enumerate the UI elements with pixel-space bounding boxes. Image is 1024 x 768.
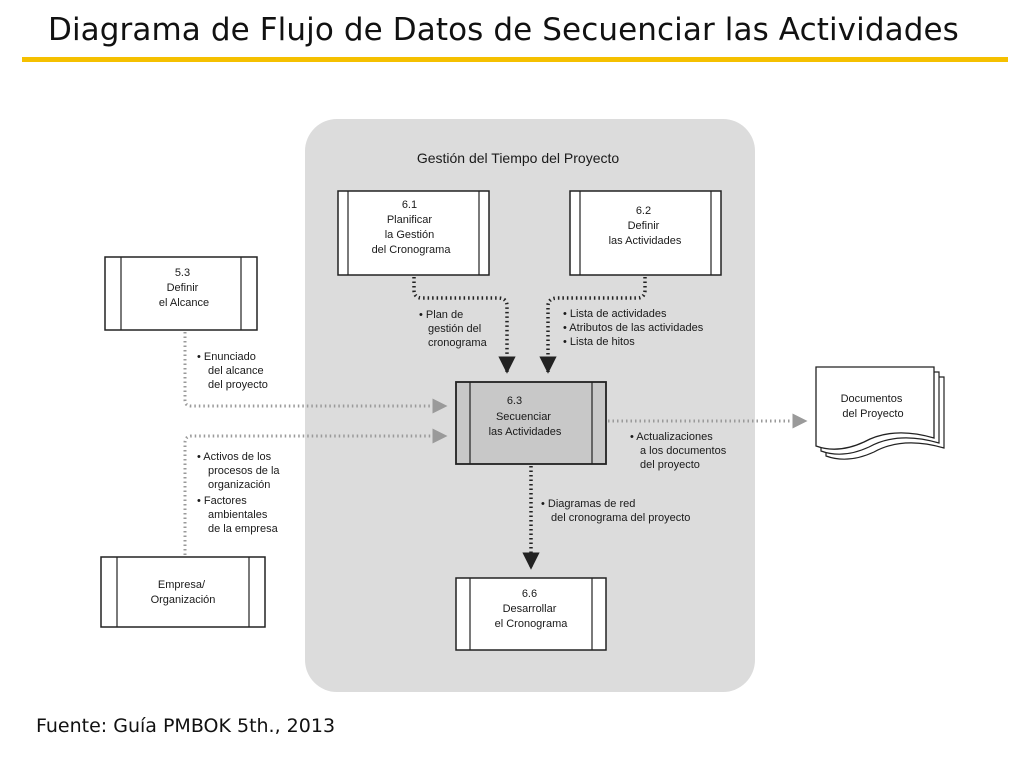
process-6-6-line: Desarrollar [503, 603, 557, 615]
process-6-2-line: las Actividades [609, 235, 682, 247]
flow-label-network: • Diagramas de red del cronograma del pr… [541, 498, 690, 524]
svg-text:Empresa/ Organización: Empresa/ Organización [151, 579, 216, 606]
enterprise-line: Empresa/ [158, 579, 206, 591]
svg-text:Documentos del Proyecto: Documentos del Proyecto [841, 393, 906, 420]
process-6-2-number: 6.2 [636, 205, 651, 217]
slide-title: Diagrama de Flujo de Datos de Secuenciar… [48, 12, 959, 48]
flow-label-updates: • Actualizaciones a los documentos del p… [630, 431, 729, 471]
process-6-2-line: Definir [628, 220, 660, 232]
flow-label-plan: • Plan de gestión del cronograma [419, 309, 488, 349]
enterprise-line: Organización [151, 594, 216, 606]
process-6-3-box: 6.3 Secuenciar las Actividades [455, 381, 607, 465]
flow-label-activities: • Lista de actividades • Atributos de la… [563, 308, 706, 348]
flow-arrow-scope [183, 332, 448, 414]
enterprise-box: Empresa/ Organización [100, 556, 266, 628]
svg-text:6.3 Secuenciar las: 6.3 Secuenciar las Actividades [489, 395, 562, 438]
process-6-1-box: 6.1 Planificar la Gestión del Cronograma [337, 190, 490, 276]
project-documents-icon: Documentos del Proyecto [815, 366, 945, 460]
process-6-1-line: la Gestión [385, 229, 435, 241]
documents-line: del Proyecto [842, 408, 903, 420]
process-6-3-line: las Actividades [489, 426, 562, 438]
process-6-6-box: 6.6 Desarrollar el Cronograma [455, 577, 607, 651]
process-6-1-line: Planificar [387, 214, 433, 226]
area-label: Gestión del Tiempo del Proyecto [417, 150, 620, 166]
svg-text:6.1 Planificar la: 6.1 Planificar la Gestión del Cronograma [372, 199, 452, 256]
title-underline [22, 57, 1008, 62]
process-6-1-line: del Cronograma [372, 244, 452, 256]
flow-arrow-org [183, 428, 448, 555]
svg-text:6.2 Definir las Ac: 6.2 Definir las Actividades [609, 205, 682, 247]
process-6-3-number: 6.3 [507, 395, 522, 407]
flow-arrow-plan [412, 277, 516, 374]
process-6-6-line: el Cronograma [495, 618, 569, 630]
svg-text:5.3 Definir el Alc: 5.3 Definir el Alcance [159, 267, 209, 309]
process-5-3-line: el Alcance [159, 297, 209, 309]
process-6-6-number: 6.6 [522, 588, 537, 600]
process-5-3-line: Definir [167, 282, 199, 294]
source-citation: Fuente: Guía PMBOK 5th., 2013 [36, 715, 336, 737]
flow-label-org: • Activos de los procesos de la organiza… [197, 451, 283, 535]
flow-label-scope: • Enunciado del alcance del proyecto [197, 351, 268, 391]
process-5-3-number: 5.3 [175, 267, 190, 279]
process-5-3-box: 5.3 Definir el Alcance [104, 256, 258, 331]
process-6-1-number: 6.1 [402, 199, 417, 211]
svg-text:6.6 Desarrollar el: 6.6 Desarrollar el Cronograma [495, 588, 569, 630]
process-6-2-box: 6.2 Definir las Actividades [569, 190, 722, 276]
documents-line: Documentos [841, 393, 903, 405]
process-6-3-line: Secuenciar [496, 411, 551, 423]
